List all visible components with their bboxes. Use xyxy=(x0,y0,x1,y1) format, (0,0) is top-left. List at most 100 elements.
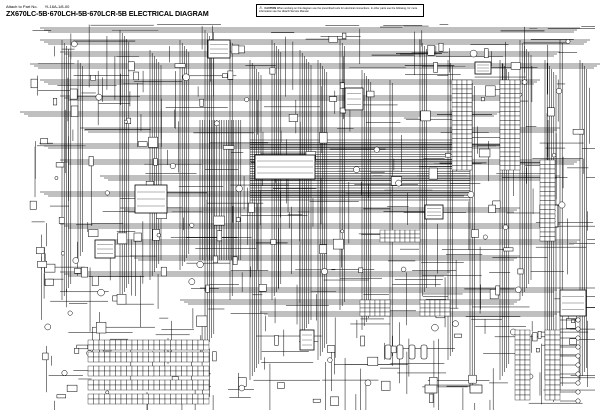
terminal xyxy=(469,49,478,58)
connector-pin xyxy=(98,365,105,372)
component-box xyxy=(91,276,99,286)
connector-pin xyxy=(98,370,105,377)
connector-pin xyxy=(142,365,149,372)
connector-pin xyxy=(404,233,411,239)
connector-pin xyxy=(509,156,516,162)
connector-pin xyxy=(514,339,521,346)
lamp-symbol xyxy=(575,353,581,359)
connector-pin xyxy=(93,351,100,358)
connector-pin xyxy=(429,299,436,305)
connector-pin xyxy=(419,303,426,309)
connector-pin xyxy=(549,209,556,215)
component-box xyxy=(227,70,234,80)
connector-pin xyxy=(549,200,556,206)
terminal xyxy=(452,320,459,327)
connector-pin xyxy=(451,115,458,121)
connector-pin xyxy=(104,356,111,363)
terminal xyxy=(502,224,509,231)
connector-pin xyxy=(524,384,531,391)
connector-pin xyxy=(364,307,371,313)
connector-pin xyxy=(159,379,166,386)
connector-pin xyxy=(456,102,463,108)
component-box xyxy=(270,239,277,245)
connector-pin xyxy=(186,398,193,405)
connector-pin xyxy=(389,229,396,235)
component-box xyxy=(390,345,397,354)
connector-pin xyxy=(539,204,546,210)
connector-pin xyxy=(456,138,463,144)
connector-pin xyxy=(466,151,473,157)
connector-pin xyxy=(549,349,556,356)
component-box xyxy=(274,335,279,346)
connector-pin xyxy=(451,142,458,148)
component-box xyxy=(319,132,328,144)
connector-pin xyxy=(137,370,144,377)
connector-pin xyxy=(148,351,155,358)
component-box xyxy=(29,200,37,210)
solenoid-symbol xyxy=(420,344,428,360)
connector-pin xyxy=(98,351,105,358)
connector-pin xyxy=(197,384,204,391)
connector-pin xyxy=(93,379,100,386)
connector-pin xyxy=(544,364,551,371)
component-box xyxy=(88,156,94,167)
connector-pin xyxy=(499,120,506,126)
connector-pin xyxy=(379,237,386,243)
connector-pin xyxy=(164,393,171,400)
connector-pin xyxy=(514,97,521,103)
connector-pin xyxy=(359,303,366,309)
component-box xyxy=(366,90,375,98)
connector-pin xyxy=(524,359,531,366)
connector-pin xyxy=(126,398,133,405)
lamp-symbol xyxy=(575,362,581,368)
connector-pin xyxy=(519,389,526,396)
connector-pin xyxy=(186,370,193,377)
connector-pin xyxy=(509,88,516,94)
connector-pin xyxy=(539,159,546,165)
connector-block xyxy=(359,299,391,317)
connector-pin xyxy=(159,393,166,400)
connector-pin xyxy=(509,147,516,153)
connector-pin xyxy=(424,307,431,313)
connector-pin xyxy=(504,147,511,153)
connector-pin xyxy=(554,384,561,391)
connector-pin xyxy=(544,164,551,170)
connector-pin xyxy=(524,349,531,356)
connector-pin xyxy=(461,111,468,117)
connector-pin xyxy=(137,356,144,363)
connector-pin xyxy=(544,195,551,201)
connector-pin xyxy=(384,299,391,305)
connector-pin xyxy=(499,156,506,162)
connector-pin xyxy=(197,339,204,346)
sensor-symbol xyxy=(424,384,438,394)
component-box xyxy=(566,318,576,329)
connector-pin xyxy=(451,133,458,139)
connector-pin xyxy=(549,191,556,197)
connector-pin xyxy=(120,356,127,363)
connector-pin xyxy=(504,84,511,90)
caution-box: ⚠ CAUTION When working on this diagram u… xyxy=(256,4,424,17)
component-box xyxy=(454,333,462,338)
connector-pin xyxy=(514,129,521,135)
connector-pin xyxy=(181,365,188,372)
connector-pin xyxy=(466,88,473,94)
connector-pin xyxy=(109,384,116,391)
connector-pin xyxy=(87,370,94,377)
connector-pin xyxy=(197,398,204,405)
connector-pin xyxy=(98,384,105,391)
connector-block xyxy=(87,339,210,351)
component-box xyxy=(360,335,365,347)
terminal xyxy=(238,384,245,392)
connector-pin xyxy=(461,115,468,121)
connector-pin xyxy=(456,79,463,85)
component-box xyxy=(537,331,542,339)
connector-pin xyxy=(131,379,138,386)
connector-pin xyxy=(504,88,511,94)
connector-pin xyxy=(466,142,473,148)
connector-pin xyxy=(451,120,458,126)
component-box xyxy=(222,73,228,78)
connector-pin xyxy=(451,129,458,135)
connector-pin xyxy=(514,359,521,366)
connector-block xyxy=(539,159,556,242)
terminal xyxy=(482,234,488,240)
